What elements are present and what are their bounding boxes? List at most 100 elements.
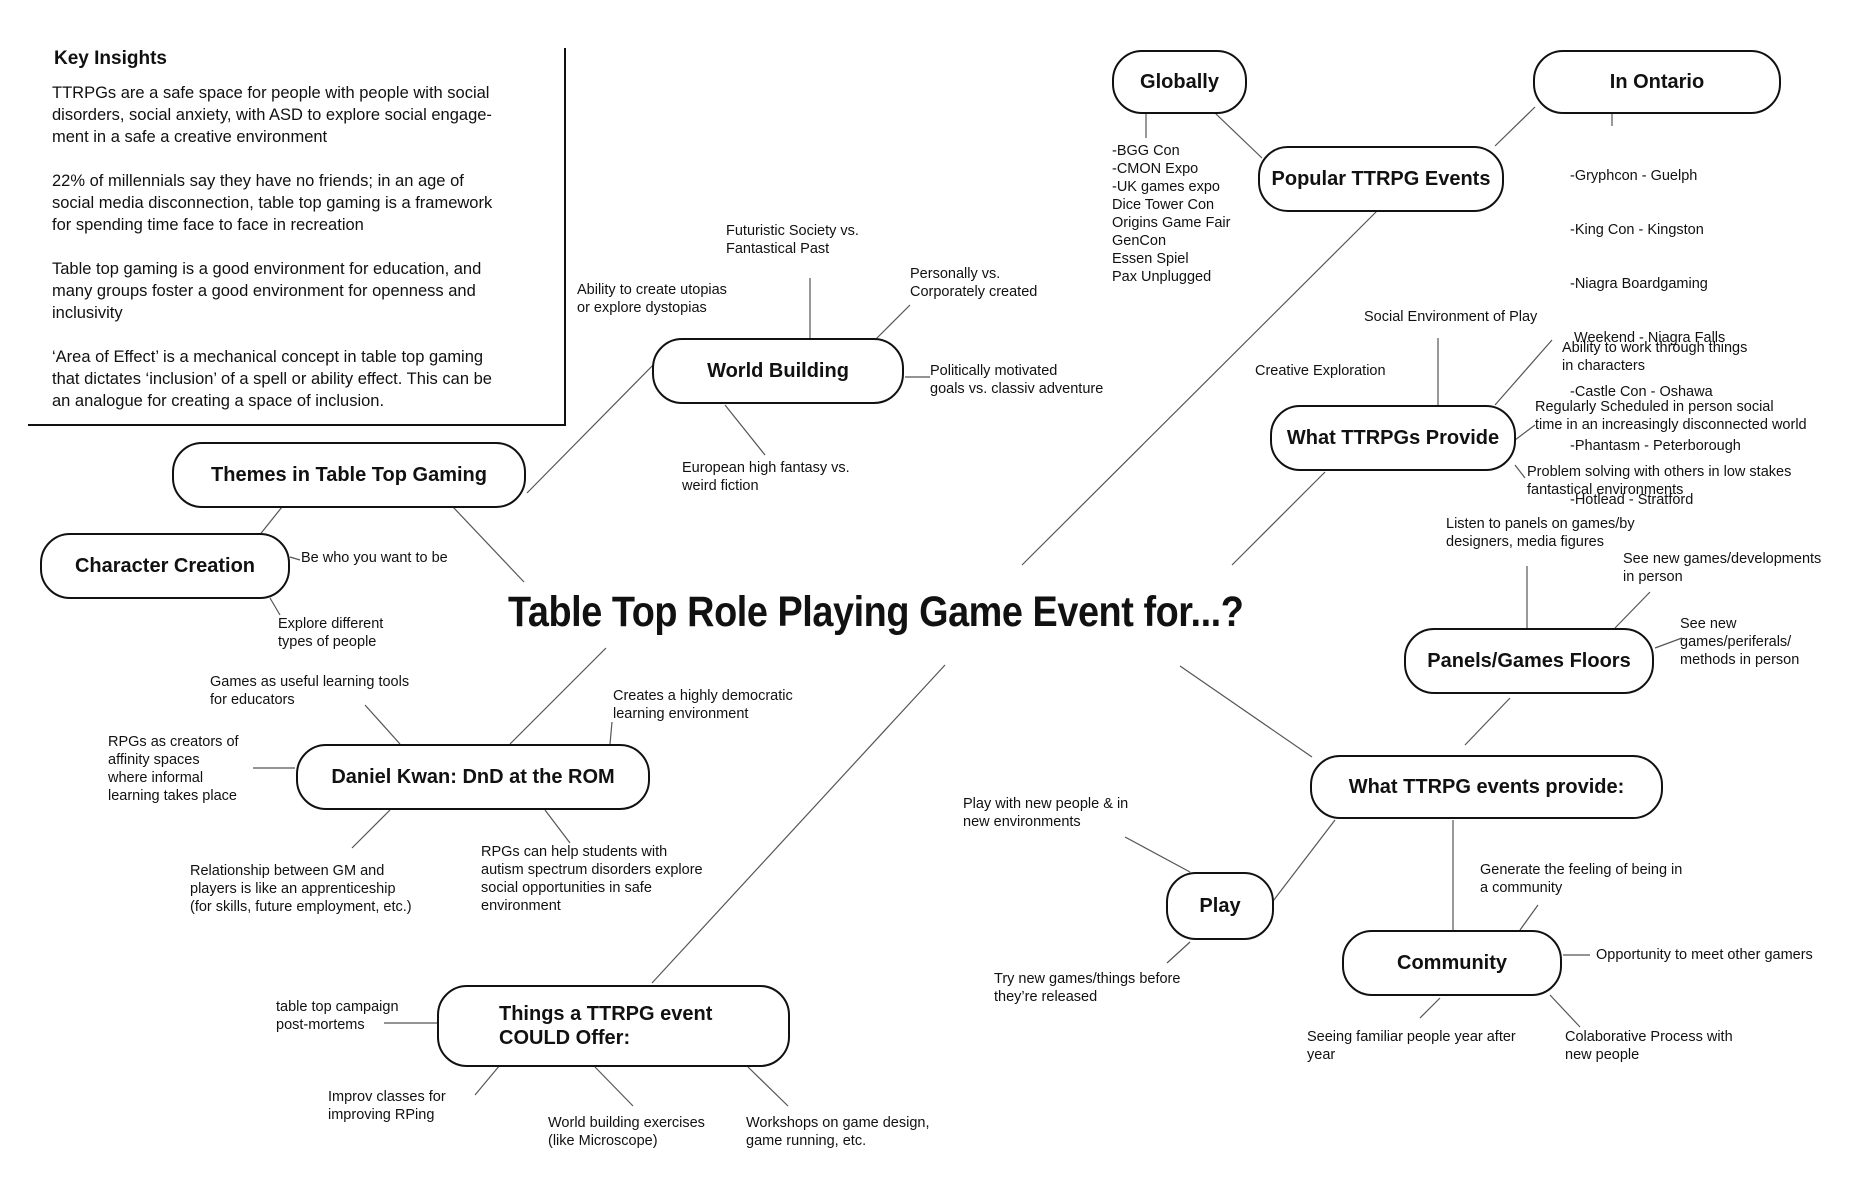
connector xyxy=(1549,994,1581,1028)
label-explore-people: Explore different types of people xyxy=(278,615,383,651)
label-line: -CMON Expo xyxy=(1112,161,1199,177)
label-line: Play with new people & in xyxy=(963,796,1129,812)
node-things-could-offer[interactable]: Things a TTRPG event COULD Offer: xyxy=(437,985,790,1067)
label-line: -UK games expo xyxy=(1112,179,1220,195)
label-line: methods in person xyxy=(1680,652,1800,668)
label-line: Politically motivated xyxy=(930,363,1058,379)
label-line: See new xyxy=(1680,616,1737,632)
connector xyxy=(1654,637,1683,649)
label-problem-solving: Problem solving with others in low stake… xyxy=(1527,463,1791,499)
label-line: they’re released xyxy=(994,989,1098,1005)
label-line: or explore dystopias xyxy=(577,300,707,316)
key-insights-panel: Key Insights TTRPGs are a safe space for… xyxy=(28,48,566,426)
connector xyxy=(269,597,281,616)
label-line: Social Environment of Play xyxy=(1364,309,1538,325)
node-what-events-provide[interactable]: What TTRPG events provide: xyxy=(1310,755,1663,819)
label-line: Ability to work through things xyxy=(1562,340,1748,356)
label-line: time in an increasingly disconnected wor… xyxy=(1535,417,1807,433)
connector xyxy=(289,556,301,561)
label-line: Improv classes for xyxy=(328,1089,446,1105)
label-politically: Politically motivated goals vs. classiv … xyxy=(930,362,1103,398)
label-world-exercises: World building exercises (like Microscop… xyxy=(548,1114,705,1150)
insight-line: an analogue for creating a space of incl… xyxy=(52,392,385,410)
label-social-env: Social Environment of Play xyxy=(1364,308,1537,326)
node-world-building[interactable]: World Building xyxy=(652,338,904,404)
label-line: -Niagra Boardgaming xyxy=(1570,276,1708,292)
label-line: -Hotlead - Stratford xyxy=(1570,492,1694,508)
node-daniel-kwan[interactable]: Daniel Kwan: DnD at the ROM xyxy=(296,744,650,810)
label-line: -Gryphcon - Guelph xyxy=(1570,168,1698,184)
label-personally: Personally vs. Corporately created xyxy=(910,265,1037,301)
label-autism: RPGs can help students with autism spect… xyxy=(481,843,703,915)
node-globally[interactable]: Globally xyxy=(1112,50,1247,114)
node-community[interactable]: Community xyxy=(1342,930,1562,996)
label-line: environment xyxy=(481,898,561,914)
connector xyxy=(351,809,391,849)
label-line: a community xyxy=(1480,880,1563,896)
node-label-line: Things a TTRPG event xyxy=(499,1003,713,1025)
label-meet-gamers: Opportunity to meet other gamers xyxy=(1596,946,1813,964)
label-line: Colaborative Process with xyxy=(1565,1029,1733,1045)
connector xyxy=(1614,591,1651,629)
label-line: Futuristic Society vs. xyxy=(726,223,859,239)
label-creative-exploration: Creative Exploration xyxy=(1255,362,1386,380)
label-line: Be who you want to be xyxy=(301,550,448,566)
label-see-new-dev: See new games/developments in person xyxy=(1623,550,1821,586)
label-panels: Listen to panels on games/by designers, … xyxy=(1446,515,1635,551)
node-in-ontario[interactable]: In Ontario xyxy=(1533,50,1781,114)
label-line: -King Con - Kingston xyxy=(1570,222,1704,238)
connector xyxy=(724,404,766,456)
label-learning-tools: Games as useful learning tools for educa… xyxy=(210,673,409,709)
label-work-through: Ability to work through things in charac… xyxy=(1562,339,1747,375)
node-panels-floors[interactable]: Panels/Games Floors xyxy=(1404,628,1654,694)
node-play[interactable]: Play xyxy=(1166,872,1274,940)
label-line: year xyxy=(1307,1047,1336,1063)
label-line: autism spectrum disorders explore xyxy=(481,862,703,878)
label-line: for educators xyxy=(210,692,295,708)
label-european: European high fantasy vs. weird fiction xyxy=(682,459,850,495)
connector xyxy=(364,704,401,745)
connector xyxy=(747,1066,789,1107)
label-line: -Castle Con - Oshawa xyxy=(1570,384,1713,400)
connector xyxy=(1514,424,1536,441)
node-character-creation[interactable]: Character Creation xyxy=(40,533,290,599)
label-line: (like Microscope) xyxy=(548,1133,658,1149)
node-popular-events[interactable]: Popular TTRPG Events xyxy=(1258,146,1504,212)
connector xyxy=(1494,339,1553,406)
node-what-ttrpgs-provide[interactable]: What TTRPGs Provide xyxy=(1270,405,1516,471)
connector xyxy=(474,1064,501,1096)
label-familiar-people: Seeing familiar people year after year xyxy=(1307,1028,1516,1064)
label-line: Fantastical Past xyxy=(726,241,830,257)
label-line: Essen Spiel xyxy=(1112,251,1189,267)
label-line: World building exercises xyxy=(548,1115,705,1131)
label-futuristic: Futuristic Society vs. Fantastical Past xyxy=(726,222,859,258)
node-themes[interactable]: Themes in Table Top Gaming xyxy=(172,442,526,508)
key-insights-heading: Key Insights xyxy=(54,48,167,69)
label-global-events: -BGG Con -CMON Expo -UK games expo Dice … xyxy=(1112,142,1230,286)
label-line: Weekend - Niagra Falls xyxy=(1570,330,1726,346)
label-line: affinity spaces xyxy=(108,752,200,768)
label-line: improving RPing xyxy=(328,1107,435,1123)
label-line: European high fantasy vs. xyxy=(682,460,850,476)
connector xyxy=(544,809,571,844)
label-line: new environments xyxy=(963,814,1081,830)
label-line: Creates a highly democratic xyxy=(613,688,793,704)
label-line: Relationship between GM and xyxy=(190,863,385,879)
label-affinity: RPGs as creators of affinity spaces wher… xyxy=(108,733,239,805)
insight-line: disorders, social anxiety, with ASD to e… xyxy=(52,106,492,124)
label-line: in characters xyxy=(1562,358,1646,374)
label-utopias: Ability to create utopias or explore dys… xyxy=(577,281,727,317)
label-line: games/periferals/ xyxy=(1680,634,1792,650)
insight-line: Table top gaming is a good environment f… xyxy=(52,260,482,278)
label-feeling-community: Generate the feeling of being in a commu… xyxy=(1480,861,1682,897)
insight-paragraph: TTRPGs are a safe space for people with … xyxy=(52,82,557,148)
label-line: Problem solving with others in low stake… xyxy=(1527,464,1792,480)
label-line: post-mortems xyxy=(276,1017,365,1033)
label-line: See new games/developments xyxy=(1623,551,1822,567)
label-line: new people xyxy=(1565,1047,1640,1063)
label-line: learning takes place xyxy=(108,788,237,804)
insight-line: TTRPGs are a safe space for people with … xyxy=(52,84,490,102)
connector xyxy=(609,721,613,745)
label-line: in person xyxy=(1623,569,1683,585)
label-democratic: Creates a highly democratic learning env… xyxy=(613,687,793,723)
